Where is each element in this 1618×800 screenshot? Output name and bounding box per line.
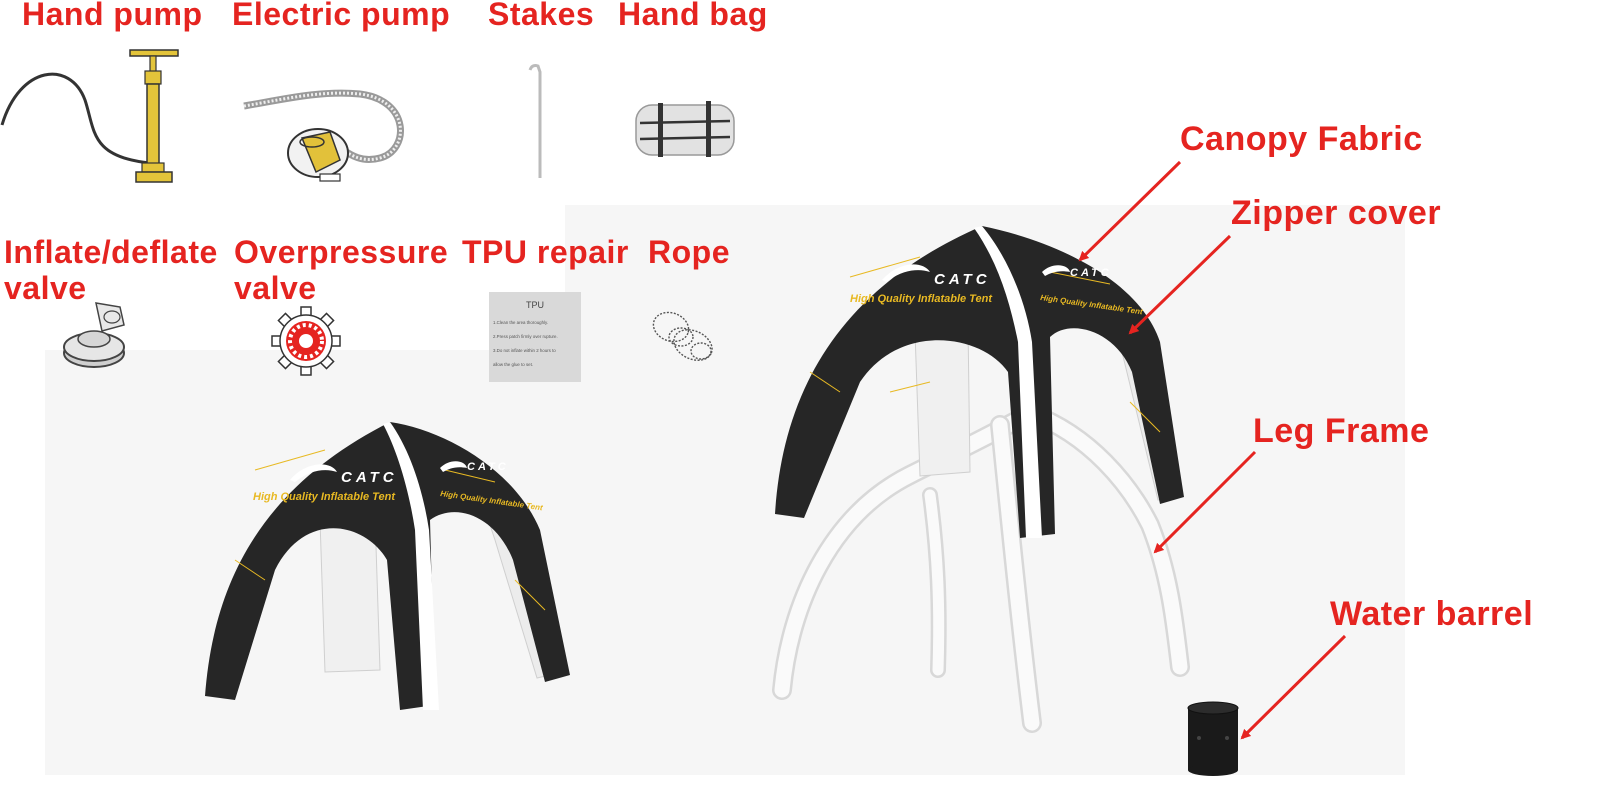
tpu-repair-label: TPU repair <box>462 234 629 270</box>
zipper-cover-arrow <box>1128 234 1232 335</box>
leg-frame-arrow <box>1153 450 1257 554</box>
canopy-fabric-label: Canopy Fabric <box>1180 120 1423 158</box>
zipper-cover-label: Zipper cover <box>1231 194 1442 232</box>
hand-pump-image <box>0 49 179 183</box>
canopy-slogan-front: High Quality Inflatable Tent <box>850 293 993 305</box>
tpu-card-line: 1.Clean the area thoroughly. <box>493 320 548 325</box>
water-barrel-arrow <box>1240 634 1347 740</box>
canopy-fabric-image: CATC High Quality Inflatable Tent CATC H… <box>775 226 1184 538</box>
leg-frame-image <box>772 405 1190 733</box>
tpu-card-title: TPU <box>526 300 544 310</box>
water-barrel-image <box>1187 701 1239 776</box>
tent-brand-side: CATC <box>467 461 509 473</box>
canopy-fabric-arrow <box>1078 160 1182 262</box>
tent-brand-front: CATC <box>341 469 398 486</box>
tpu-card-line: 2.Press patch firmly over rupture. <box>493 334 558 339</box>
tpu-card-line: 3.Do not inflate within 2 hours to <box>493 348 556 353</box>
hand-pump-label: Hand pump <box>22 0 203 32</box>
electric-pump-image <box>243 89 404 182</box>
hand-bag-label: Hand bag <box>618 0 768 32</box>
leg-frame-label: Leg Frame <box>1253 412 1430 450</box>
stake-image <box>528 64 542 178</box>
tpu-card-line: allow the glue to set. <box>493 362 533 367</box>
stakes-label: Stakes <box>488 0 595 32</box>
hand-bag-image <box>635 101 735 157</box>
rope-image <box>652 311 713 361</box>
overpressure-valve-label: Overpressure valve <box>234 234 449 306</box>
rope-label: Rope <box>648 234 730 270</box>
inflate-deflate-valve-label: Inflate/deflate valve <box>4 234 218 306</box>
canopy-brand-front: CATC <box>934 271 991 288</box>
tent-slogan-front: High Quality Inflatable Tent <box>253 491 396 503</box>
overpressure-valve-image <box>271 306 341 376</box>
tpu-repair-card: TPU 1.Clean the area thoroughly. 2.Press… <box>489 292 581 382</box>
inflate-deflate-valve-image <box>63 302 125 368</box>
assembled-tent-image: CATC High Quality Inflatable Tent CATC H… <box>205 422 570 710</box>
water-barrel-label: Water barrel <box>1330 595 1534 633</box>
canopy-brand-side: CATC <box>1070 267 1112 279</box>
electric-pump-label: Electric pump <box>232 0 451 32</box>
